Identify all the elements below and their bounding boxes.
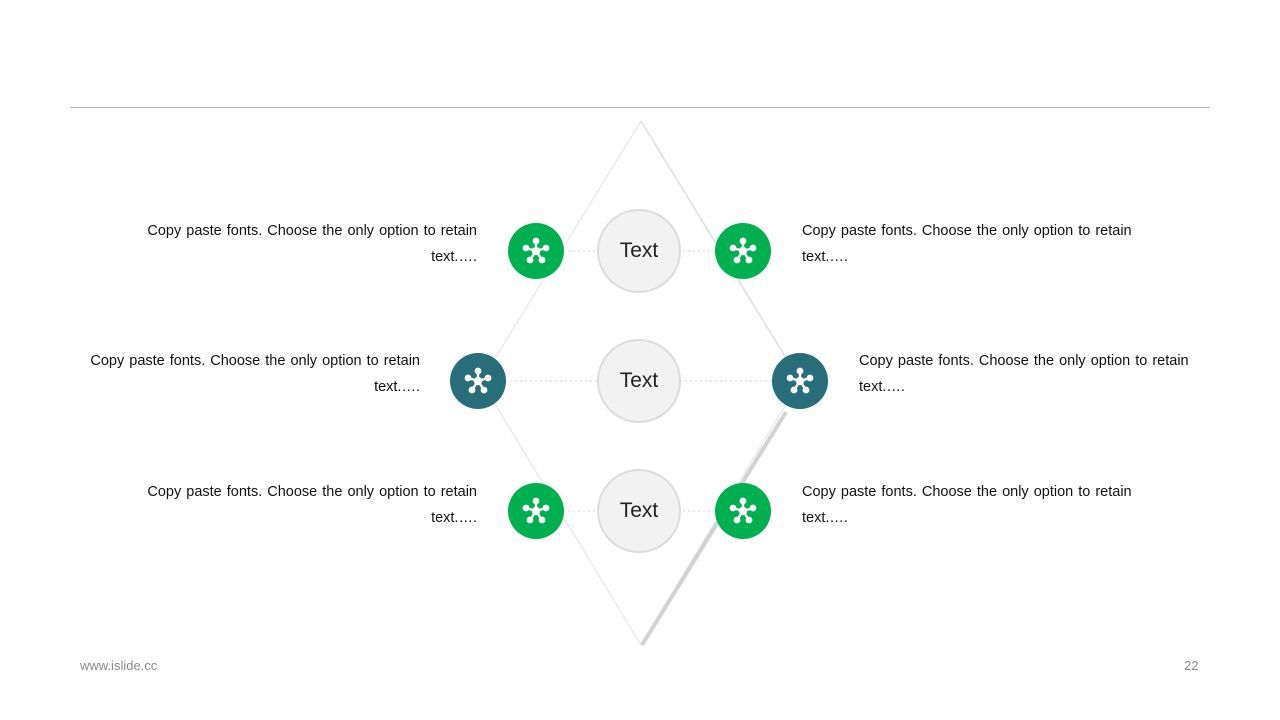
- page-number: 22: [1184, 658, 1199, 673]
- network-hub-icon: [715, 223, 771, 279]
- network-hub-icon: [772, 353, 828, 409]
- center-text-label: Text: [619, 239, 659, 262]
- description-right-2: Copy paste fonts. Choose the only option…: [859, 353, 1189, 395]
- description-left-1: Copy paste fonts. Choose the only option…: [147, 223, 477, 265]
- description-right-3: Copy paste fonts. Choose the only option…: [802, 484, 1132, 526]
- network-hub-icon: [508, 483, 564, 539]
- network-hub-icon: [450, 353, 506, 409]
- center-text-circle-1: Text: [597, 209, 681, 293]
- description-left-2: Copy paste fonts. Choose the only option…: [90, 353, 420, 395]
- description-right-1: Copy paste fonts. Choose the only option…: [802, 223, 1132, 265]
- center-text-label: Text: [619, 499, 659, 522]
- network-hub-icon: [508, 223, 564, 279]
- top-divider: [70, 107, 1210, 108]
- center-text-circle-3: Text: [597, 469, 681, 553]
- center-text-circle-2: Text: [597, 339, 681, 423]
- footer-website: www.islide.cc: [80, 658, 158, 673]
- center-text-label: Text: [619, 369, 659, 392]
- network-hub-icon: [715, 483, 771, 539]
- description-left-3: Copy paste fonts. Choose the only option…: [147, 484, 477, 526]
